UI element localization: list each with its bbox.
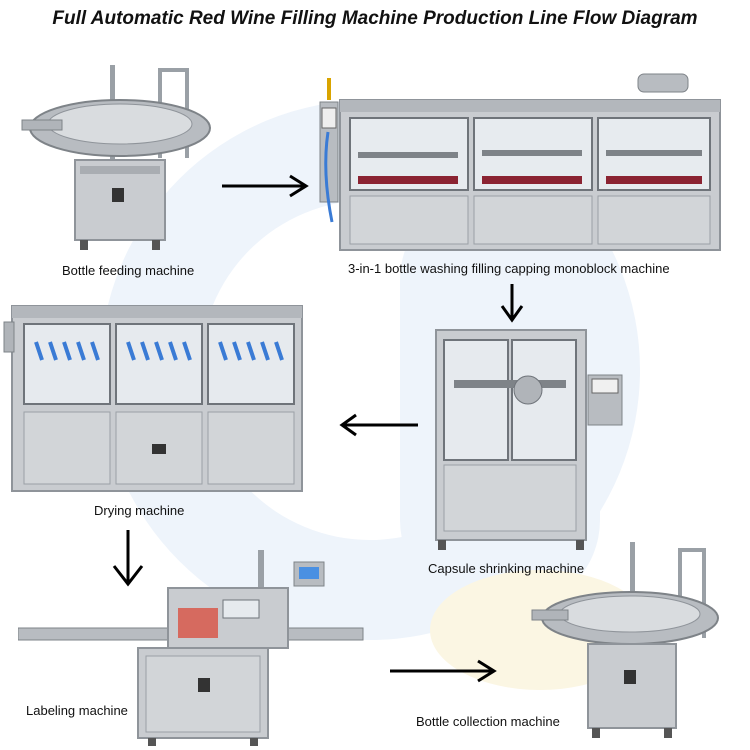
bottle-feeding-machine-image [21, 65, 211, 250]
arrow-down-icon [112, 530, 144, 587]
arrow-left-icon [339, 413, 418, 437]
machine-label: Bottle feeding machine [62, 263, 195, 278]
capsule-shrinking-machine-image [435, 329, 623, 550]
arrow-right-icon [222, 174, 309, 198]
bottle-collection-machine-image [531, 542, 719, 738]
monoblock-machine-image [319, 73, 721, 251]
machine-label: Labeling machine [26, 703, 128, 718]
machine-label: Bottle collection machine [416, 714, 560, 729]
machine-label: 3-in-1 bottle washing filling capping mo… [348, 261, 670, 276]
machine-label: Capsule shrinking machine [428, 561, 585, 576]
arrow-down-icon [500, 284, 524, 323]
drying-machine-image [3, 305, 303, 492]
labeling-machine-image [18, 550, 364, 746]
arrow-right-icon [390, 659, 497, 683]
machine-label: Drying machine [94, 503, 185, 518]
diagram-title: Full Automatic Red Wine Filling Machine … [52, 8, 698, 29]
